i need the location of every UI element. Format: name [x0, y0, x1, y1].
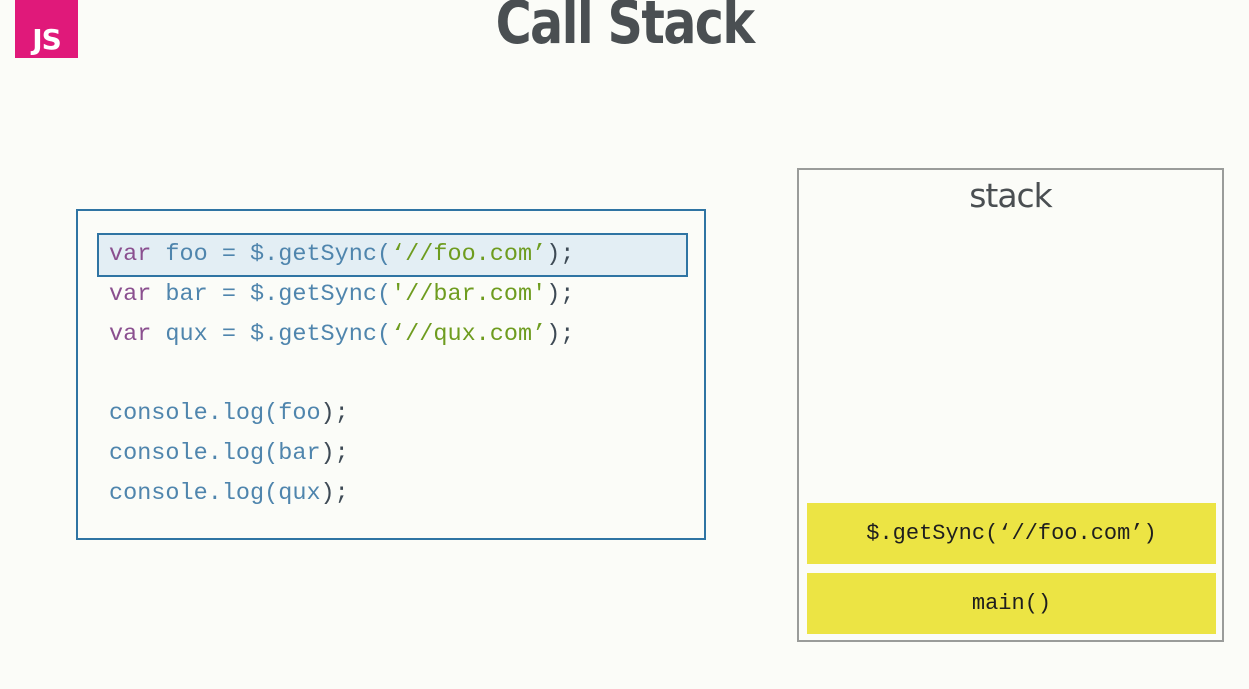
call: console.log(	[109, 400, 279, 427]
keyword: var	[109, 321, 166, 348]
stack-frame-top: $.getSync(‘//foo.com’)	[807, 503, 1216, 564]
js-logo-label: JS	[32, 23, 62, 56]
statement: foo = $.getSync(	[165, 241, 392, 268]
argument: foo	[278, 400, 321, 427]
argument: bar	[278, 440, 321, 467]
code-line-6: console.log(qux);	[109, 480, 349, 508]
js-logo: JS	[15, 0, 78, 58]
call: console.log(	[109, 440, 279, 467]
string-literal: '//bar.com'	[391, 281, 547, 308]
argument: qux	[278, 480, 321, 507]
punctuation: );	[320, 480, 349, 507]
code-line-1: var foo = $.getSync(‘//foo.com’);	[109, 241, 574, 269]
statement: qux = $.getSync(	[165, 321, 392, 348]
punctuation: );	[546, 281, 575, 308]
code-line-4: console.log(foo);	[109, 400, 349, 428]
stack-frame-main: main()	[807, 573, 1216, 634]
stack-title: stack	[969, 176, 1053, 215]
punctuation: );	[546, 241, 575, 268]
code-line-5: console.log(bar);	[109, 440, 349, 468]
code-panel: var foo = $.getSync(‘//foo.com’); var ba…	[76, 209, 706, 540]
call: console.log(	[109, 480, 279, 507]
punctuation: );	[320, 400, 349, 427]
punctuation: );	[320, 440, 349, 467]
string-literal: ‘//foo.com’	[391, 241, 547, 268]
string-literal: ‘//qux.com’	[391, 321, 547, 348]
page-title: Call Stack	[495, 0, 755, 58]
current-line-highlight	[97, 233, 688, 277]
code-line-2: var bar = $.getSync('//bar.com');	[109, 281, 574, 309]
statement: bar = $.getSync(	[165, 281, 392, 308]
code-line-3: var qux = $.getSync(‘//qux.com’);	[109, 321, 574, 349]
keyword: var	[109, 281, 166, 308]
call-stack-panel: stack $.getSync(‘//foo.com’) main()	[797, 168, 1224, 642]
punctuation: );	[546, 321, 575, 348]
keyword: var	[109, 241, 166, 268]
